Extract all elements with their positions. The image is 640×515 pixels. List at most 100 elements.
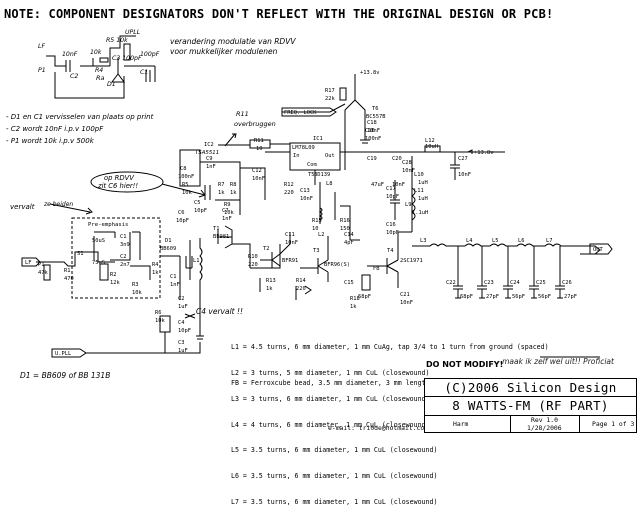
sc-p1: P1 bbox=[38, 67, 46, 74]
label-c21: C21 bbox=[400, 292, 410, 298]
schematic-canvas: verandering modulatie van RDVV voor mukk… bbox=[6, 29, 613, 380]
label-c18: C18 bbox=[367, 120, 377, 126]
label-c1pre: C1 bbox=[120, 234, 127, 240]
hand-oprdvv-a: op RDVV bbox=[104, 174, 135, 182]
label-t3: T3 bbox=[313, 248, 320, 254]
label-c21-val: 10nF bbox=[400, 300, 413, 306]
label-r13-val: 1k bbox=[266, 286, 273, 292]
label-l10: L10 bbox=[414, 172, 424, 178]
label-fb: FB bbox=[373, 266, 380, 272]
label-c27: C27 bbox=[458, 156, 468, 162]
label-l7: L7 bbox=[546, 238, 553, 244]
title-block-page: Page 1 of 3 bbox=[592, 420, 635, 428]
label-l5: L5 bbox=[492, 238, 499, 244]
title-block: (C)2006 Silicon Design 8 WATTS-FM (RF PA… bbox=[424, 378, 637, 433]
sc-lf: LF bbox=[38, 43, 45, 50]
label-c27-val: 10nF bbox=[458, 172, 471, 178]
label-c7-val: 1nF bbox=[222, 216, 232, 222]
label-upll-in: U.PLL bbox=[55, 351, 71, 357]
label-r1: R1 bbox=[64, 268, 71, 274]
label-l9-val: 1.1uH bbox=[412, 210, 428, 216]
label-c9: C9 bbox=[206, 156, 213, 162]
coil-note: L6 = 3.5 turns, 6 mm diameter, 1 mm CuL … bbox=[231, 472, 438, 481]
label-r16: R16 bbox=[340, 218, 350, 224]
label-t6: T6 bbox=[372, 106, 379, 112]
label-c14-val: 4pF bbox=[344, 240, 354, 246]
title-block-rev-cell: Rev 1.0 1/28/2006 bbox=[511, 416, 580, 432]
label-l6: L6 bbox=[518, 238, 525, 244]
component-labels: FREQ. LOCK +13.8v +13.8v OUT LF U.PLL Pr… bbox=[25, 70, 603, 357]
label-c8: C8 bbox=[180, 166, 187, 172]
label-ic1-in: In bbox=[293, 153, 300, 159]
label-r15-val: 10 bbox=[312, 226, 319, 232]
sc-c2-val: 10nF bbox=[62, 51, 78, 58]
label-l9: L9 bbox=[405, 202, 412, 208]
label-d1-part: BB609 bbox=[160, 246, 176, 252]
label-r14-val: 220 bbox=[296, 286, 306, 292]
title-block-page-cell: Page 1 of 3 bbox=[580, 416, 635, 432]
label-s1: S1 bbox=[77, 251, 84, 257]
label-r5-val: 10k bbox=[182, 190, 192, 196]
hand-left-note-1: - D1 en C1 vervisselen van plaats op pri… bbox=[6, 113, 154, 121]
label-c17: C17 bbox=[386, 186, 396, 192]
sub-circuit-labels: UPLL LF P1 10nF C2 10k R4 R5 10k 100pF C… bbox=[38, 29, 160, 88]
label-ic1: IC1 bbox=[313, 136, 323, 142]
label-r15: R15 bbox=[312, 218, 322, 224]
hand-c4-vervalt: C4 vervalt !! bbox=[196, 307, 243, 316]
coil-note: L5 = 3.5 turns, 6 mm diameter, 1 mm CuL … bbox=[231, 446, 438, 455]
label-l3: L3 bbox=[420, 238, 427, 244]
label-r4: R4 bbox=[152, 262, 159, 268]
label-lf-in: LF bbox=[25, 260, 32, 266]
title-block-date: 1/28/2006 bbox=[527, 424, 562, 432]
label-c12-val: 10nF bbox=[252, 176, 265, 182]
label-c1pre-val: 3n9 bbox=[120, 242, 130, 248]
label-c11-val: 10nF bbox=[285, 240, 298, 246]
coil-note: L3 = 3 turns, 6 mm diameter, 1 mm CuL (c… bbox=[231, 394, 430, 403]
label-c14: C14 bbox=[344, 232, 354, 238]
label-t1-part: BF981 bbox=[213, 234, 229, 240]
label-r17-val: 22k bbox=[325, 96, 335, 102]
label-c1-val: 1nF bbox=[170, 282, 180, 288]
label-t3-part: BFR96(S) bbox=[324, 262, 350, 268]
title-block-title: (C)2006 Silicon Design bbox=[444, 380, 617, 395]
label-r9-val: 10k bbox=[224, 210, 234, 216]
title-block-author-cell: Harm bbox=[425, 416, 511, 432]
label-l1: L1 bbox=[193, 258, 200, 264]
label-c23-val: 27pF bbox=[486, 294, 499, 300]
label-r2: R2 bbox=[110, 272, 117, 278]
label-c22-val: 68pF bbox=[460, 294, 473, 300]
label-c24: C24 bbox=[510, 280, 520, 286]
label-out: OUT bbox=[593, 247, 603, 253]
label-v138-right: +13.8v bbox=[474, 150, 493, 156]
label-c18-val: 10nF bbox=[367, 128, 380, 134]
label-c22: C22 bbox=[446, 280, 456, 286]
banner-note: NOTE: COMPONENT DESIGNATORS DON'T REFLEC… bbox=[4, 7, 554, 21]
sc-c5: 100pF bbox=[140, 51, 160, 58]
label-freqlock: FREQ. LOCK bbox=[284, 110, 317, 116]
do-not-modify-handwritten: - maak ik zelf wel uit!! Proficiat bbox=[497, 357, 614, 366]
label-t2-part: BFR91 bbox=[282, 258, 298, 264]
sc-r5: R5 10k bbox=[106, 37, 128, 44]
label-r3-val: 10k bbox=[132, 290, 142, 296]
label-r18: R18 bbox=[350, 296, 360, 302]
label-c20-val: 10nF bbox=[392, 182, 405, 188]
sc-upll: UPLL bbox=[125, 29, 141, 36]
label-c25-val: 56pF bbox=[538, 294, 551, 300]
label-c13: C13 bbox=[300, 188, 310, 194]
label-p1-val: 47k bbox=[38, 270, 48, 276]
label-c-pre2-val: 2n7 bbox=[120, 262, 130, 268]
label-t4-part: 2SC1971 bbox=[400, 258, 423, 264]
label-r2-val: 12k bbox=[110, 280, 120, 286]
label-r7-val: 1k bbox=[218, 190, 225, 196]
label-c2-val: 1uF bbox=[178, 304, 188, 310]
label-r6-val: 10k bbox=[155, 318, 165, 324]
label-l10-val: 1uH bbox=[418, 180, 428, 186]
coil-note: L1 = 4.5 turns, 6 mm diameter, 1 mm CuAg… bbox=[231, 343, 549, 352]
label-c11: C11 bbox=[285, 232, 295, 238]
label-r8-val: 1k bbox=[230, 190, 237, 196]
label-v138-top: +13.8v bbox=[360, 70, 379, 76]
handwritten-notes: verandering modulatie van RDVV voor mukk… bbox=[6, 37, 296, 380]
coil-note: L2 = 3 turns, 5 mm diameter, 1 mm CuL (c… bbox=[231, 368, 430, 377]
hand-vervalt-1: vervalt bbox=[10, 203, 35, 211]
label-c15-val: 68pF bbox=[358, 294, 371, 300]
